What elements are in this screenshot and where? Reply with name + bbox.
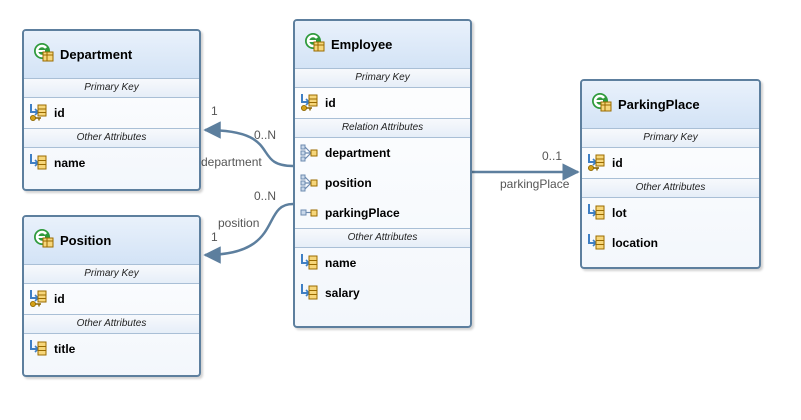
attribute-name: lot <box>612 206 627 220</box>
attribute-name: id <box>612 156 623 170</box>
attribute-name: id <box>54 106 65 120</box>
attribute-icon <box>587 203 607 223</box>
entity-icon <box>32 227 54 254</box>
department-role-label: department <box>201 155 262 169</box>
department-target-multiplicity: 1 <box>211 104 218 118</box>
position-target-multiplicity: 1 <box>211 230 218 244</box>
other-attributes-section-title: Other Attributes <box>24 128 199 148</box>
relation-row-parkingplace[interactable]: parkingPlace <box>295 198 470 228</box>
other-attributes-section-title: Other Attributes <box>582 178 759 198</box>
entity-icon <box>303 31 325 58</box>
attribute-icon <box>300 283 320 303</box>
entity-title: Department <box>60 47 133 62</box>
attribute-icon <box>587 233 607 253</box>
attribute-icon <box>29 339 49 359</box>
relation-attributes-section-title: Relation Attributes <box>295 118 470 138</box>
other-attributes-section-title: Other Attributes <box>24 314 199 334</box>
attribute-row-title[interactable]: title <box>24 334 199 364</box>
primary-key-section-title: Primary Key <box>582 129 759 148</box>
attribute-row-id[interactable]: id <box>24 98 199 128</box>
position-role-label: position <box>218 216 260 230</box>
primary-key-section-title: Primary Key <box>295 69 470 88</box>
attribute-name: title <box>54 342 76 356</box>
attribute-name: name <box>325 256 357 270</box>
attribute-row-name[interactable]: name <box>24 148 199 178</box>
entity-department[interactable]: Department Primary Key id Other Attribut… <box>22 29 201 191</box>
attribute-icon <box>29 153 49 173</box>
position-connector[interactable] <box>203 202 294 264</box>
parkingplace-role-label: parkingPlace <box>500 177 570 191</box>
attribute-row-id[interactable]: id <box>24 284 199 314</box>
one-to-one-relation-icon <box>300 203 320 223</box>
many-to-one-relation-icon <box>300 173 320 193</box>
primary-key-icon <box>29 289 49 309</box>
entity-title: Position <box>60 233 112 248</box>
entity-header[interactable]: ParkingPlace <box>582 81 759 129</box>
relation-name: position <box>325 176 372 190</box>
parkingplace-target-multiplicity: 0..1 <box>542 149 563 163</box>
relation-name: parkingPlace <box>325 206 400 220</box>
department-connector[interactable] <box>203 121 294 168</box>
attribute-name: id <box>325 96 336 110</box>
department-source-multiplicity: 0..N <box>254 128 277 142</box>
entity-header[interactable]: Employee <box>295 21 470 69</box>
entity-position[interactable]: Position Primary Key id Other Attributes <box>22 215 201 377</box>
primary-key-icon <box>587 153 607 173</box>
entity-icon <box>32 41 54 68</box>
entity-icon <box>590 91 612 118</box>
primary-key-icon <box>29 103 49 123</box>
relation-row-department[interactable]: department <box>295 138 470 168</box>
other-attributes-section-title: Other Attributes <box>295 228 470 248</box>
relation-row-position[interactable]: position <box>295 168 470 198</box>
attribute-row-lot[interactable]: lot <box>582 198 759 228</box>
attribute-name: salary <box>325 286 360 300</box>
entity-employee[interactable]: Employee Primary Key id Relation Attribu… <box>293 19 472 328</box>
attribute-name: name <box>54 156 86 170</box>
primary-key-section-title: Primary Key <box>24 265 199 284</box>
relation-name: department <box>325 146 391 160</box>
primary-key-section-title: Primary Key <box>24 79 199 98</box>
attribute-row-location[interactable]: location <box>582 228 759 258</box>
attribute-name: location <box>612 236 659 250</box>
entity-title: ParkingPlace <box>618 97 700 112</box>
entity-header[interactable]: Position <box>24 217 199 265</box>
attribute-row-name[interactable]: name <box>295 248 470 278</box>
entity-title: Employee <box>331 37 393 52</box>
attribute-row-id[interactable]: id <box>582 148 759 178</box>
position-source-multiplicity: 0..N <box>254 189 277 203</box>
primary-key-icon <box>300 93 320 113</box>
attribute-row-id[interactable]: id <box>295 88 470 118</box>
entity-header[interactable]: Department <box>24 31 199 79</box>
entity-parkingplace[interactable]: ParkingPlace Primary Key id Other Attrib… <box>580 79 761 269</box>
many-to-one-relation-icon <box>300 143 320 163</box>
attribute-name: id <box>54 292 65 306</box>
attribute-row-salary[interactable]: salary <box>295 278 470 308</box>
attribute-icon <box>300 253 320 273</box>
